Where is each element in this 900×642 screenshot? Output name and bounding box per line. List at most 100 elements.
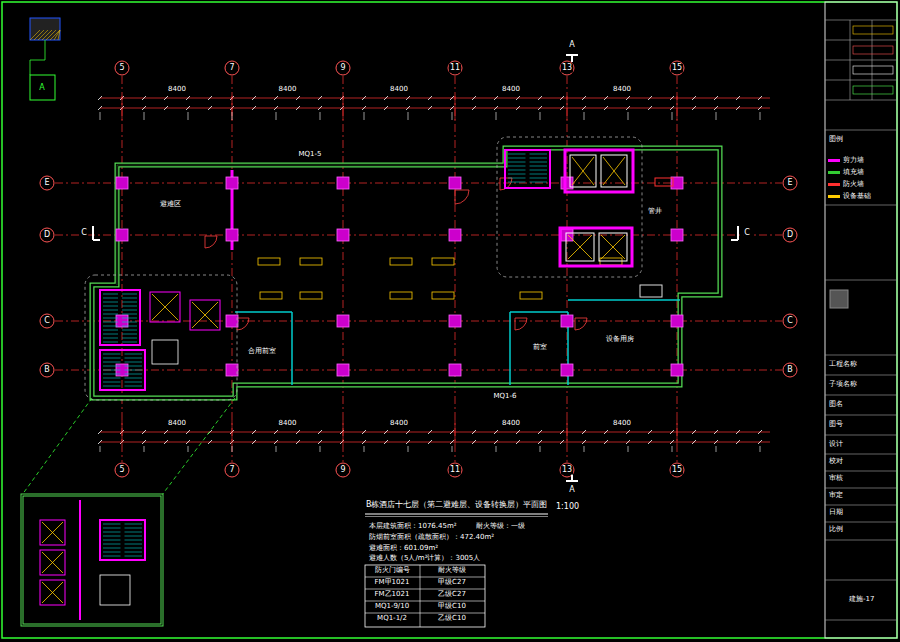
stair-box (505, 150, 550, 188)
stair-tread (103, 370, 121, 371)
extension-line (677, 420, 678, 444)
label: MQ1-1/2 (376, 615, 408, 623)
label: 校对 (828, 458, 844, 466)
dimension-tick (274, 106, 278, 110)
label: 8400 (278, 86, 298, 94)
dimension-tick (232, 112, 233, 120)
dimension-tick (362, 106, 366, 110)
label-text: C (786, 317, 794, 326)
dimension-tick (252, 430, 256, 434)
label-text: 5 (118, 466, 125, 475)
label: 9 (339, 64, 346, 73)
key-plan-hatch (50, 30, 60, 40)
label: 1:100 (555, 503, 580, 512)
title-block-rule (825, 415, 897, 416)
title-underline (365, 516, 548, 517)
shaft-cross (152, 294, 178, 320)
dimension-tick (582, 430, 586, 434)
stair-tread (530, 162, 548, 163)
dimension-tick (364, 112, 365, 120)
label-text: 15 (671, 64, 683, 73)
dimension-tick (164, 440, 168, 444)
dimension-tick (408, 112, 409, 120)
dimension-tick (408, 446, 409, 452)
grid-line (567, 76, 568, 462)
dimension-tick (452, 112, 453, 120)
dimension-tick (274, 440, 278, 444)
label: 8400 (389, 420, 409, 428)
dimension-tick (758, 430, 762, 434)
structural-column (226, 177, 238, 189)
shaft-cross (572, 157, 594, 185)
key-plan-box (30, 75, 55, 100)
label: A (38, 84, 45, 93)
label-text: 比例 (828, 526, 844, 534)
table-rule (365, 577, 485, 578)
grid-line (343, 76, 344, 462)
stair-box (100, 350, 145, 390)
label-text: 8400 (389, 420, 409, 428)
stair-tread (530, 154, 548, 155)
label: 5 (118, 466, 125, 475)
detail-outline-inner (22, 495, 162, 625)
dimension-tick (296, 106, 300, 110)
label-text: 11 (449, 466, 461, 475)
key-plan-hatch (58, 30, 60, 40)
label: 甲级C10 (437, 603, 467, 611)
equipment-base (520, 292, 542, 299)
dimension-tick (582, 440, 586, 444)
structural-column (449, 364, 461, 376)
stair-tread (530, 170, 548, 171)
equipment-base (300, 292, 322, 299)
stair-tread (103, 298, 118, 299)
elevator-shaft (570, 155, 596, 187)
stair-tread (103, 322, 118, 323)
stair-tread (103, 310, 118, 311)
legend-row: 填充墙 (828, 167, 864, 177)
dimension-tick (186, 106, 190, 110)
label: A (568, 41, 575, 50)
dimension-tick (584, 446, 585, 452)
label: E (43, 179, 50, 188)
stair-tread (122, 310, 137, 311)
legend-swatch (828, 183, 840, 186)
title-block-rule (825, 375, 897, 376)
dimension-tick (714, 96, 718, 100)
section-mark (731, 226, 738, 240)
legend-swatch (828, 159, 840, 162)
dimension-tick (628, 446, 629, 452)
grid-line (677, 76, 678, 462)
label-text: MQ1-6 (493, 393, 518, 401)
door-swing (205, 236, 217, 248)
dimension-tick (186, 430, 190, 434)
stair-tread (103, 362, 121, 363)
label: 建施-17 (848, 596, 875, 604)
dimension-tick (714, 440, 718, 444)
dimension-tick (252, 106, 256, 110)
room-area: 管井 (645, 207, 665, 217)
stair-tread (103, 342, 118, 343)
dimension-line (100, 108, 770, 109)
legend-text: 剪力墙 (843, 155, 864, 165)
dimension-tick (98, 430, 102, 434)
label: 本层建筑面积：1076.45m² (368, 523, 458, 531)
stair-tread (103, 532, 121, 533)
dimension-tick (494, 430, 498, 434)
shaft-cross (568, 235, 592, 259)
partition-wall (79, 500, 81, 620)
equipment-base (390, 258, 412, 265)
title-text: B栋酒店十七层（第二避难层、设备转换层）平面图 (365, 501, 549, 510)
grid-bubble (40, 314, 54, 328)
title-block-rule (825, 435, 897, 436)
title-block-rule (850, 20, 851, 100)
label: C (743, 229, 751, 238)
label: 8400 (389, 86, 409, 94)
dimension-tick (538, 430, 542, 434)
stair-tread (122, 338, 137, 339)
stair-tread (122, 298, 137, 299)
legend-row: 设备基础 (828, 191, 871, 201)
label: 8400 (167, 420, 187, 428)
label-text: A (568, 41, 575, 50)
partition-block (640, 285, 662, 297)
